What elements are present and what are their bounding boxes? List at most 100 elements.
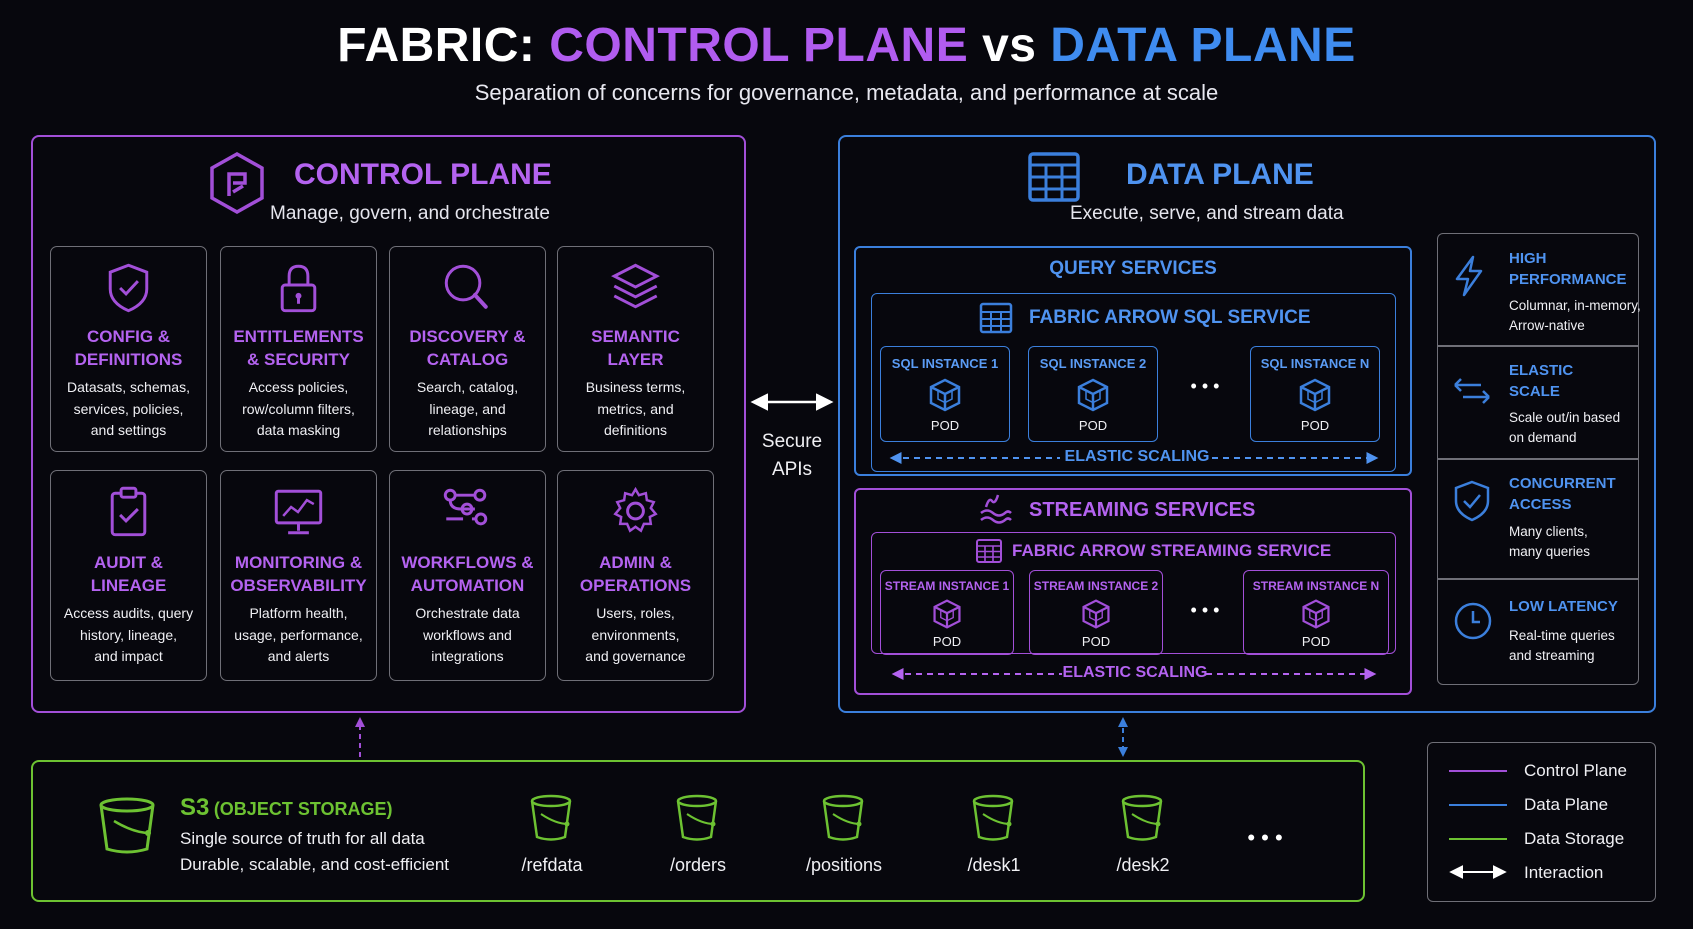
pod-label: POD bbox=[1300, 418, 1330, 433]
cube-icon bbox=[1302, 599, 1330, 629]
streaming-services-title: STREAMING SERVICES bbox=[1029, 499, 1256, 521]
table-icon bbox=[979, 302, 1013, 334]
data-storage-connector bbox=[1118, 717, 1128, 757]
cube-icon bbox=[1077, 378, 1109, 412]
workflow-icon bbox=[443, 488, 488, 526]
legend-swatch-data-storage bbox=[1449, 838, 1507, 840]
bucket-icon bbox=[1121, 794, 1163, 841]
stream-instance-1: STREAM INSTANCE 1 POD bbox=[880, 570, 1014, 655]
sql-elastic-scaling-label: ELASTIC SCALING bbox=[1064, 448, 1210, 465]
card-title: DISCOVERY &CATALOG bbox=[409, 327, 526, 369]
shield-check-icon bbox=[108, 263, 149, 313]
card-title: WORKFLOWS &AUTOMATION bbox=[401, 553, 534, 595]
instance-name: STREAM INSTANCE 1 bbox=[884, 579, 1010, 593]
sql-elastic-scaling-arrow bbox=[889, 452, 1379, 464]
sql-instance-1: SQL INSTANCE 1 POD bbox=[880, 346, 1010, 442]
feature-description: Columnar, in-memory,Arrow-native bbox=[1509, 298, 1641, 333]
instance-name: STREAM INSTANCE N bbox=[1252, 579, 1380, 593]
card-title: AUDIT &LINEAGE bbox=[90, 553, 167, 595]
card-description: Users, roles,environments,and governance bbox=[585, 605, 686, 664]
storage-panel bbox=[31, 760, 1365, 902]
legend-label: Data Storage bbox=[1524, 829, 1625, 848]
divider bbox=[1437, 345, 1639, 347]
card-title: ADMIN &OPERATIONS bbox=[579, 553, 692, 595]
sql-service-box bbox=[871, 293, 1396, 472]
clock-icon bbox=[1454, 602, 1492, 640]
page-title: FABRIC: CONTROL PLANE vs DATA PLANE bbox=[0, 18, 1693, 73]
stream-elastic-scaling-label: ELASTIC SCALING bbox=[1062, 664, 1208, 681]
divider bbox=[1437, 458, 1639, 460]
stream-waves-icon bbox=[980, 494, 1012, 524]
legend-swatch-control-plane bbox=[1449, 770, 1507, 772]
bucket-icon bbox=[822, 794, 864, 841]
pod-label: POD bbox=[1081, 634, 1111, 649]
divider bbox=[1437, 578, 1639, 580]
title-fabric: FABRIC: bbox=[337, 19, 536, 72]
sql-service-title: FABRIC ARROW SQL SERVICE bbox=[1029, 307, 1311, 328]
card-description: Platform health,usage, performance,and a… bbox=[234, 605, 363, 664]
magnifier-icon bbox=[444, 264, 488, 309]
bucket-label: /refdata bbox=[521, 855, 583, 875]
cube-icon bbox=[933, 599, 961, 629]
card-description: Datasats, schemas,services, policies,and… bbox=[67, 379, 190, 438]
clipboard-check-icon bbox=[110, 486, 147, 537]
control-plane-subtitle: Manage, govern, and orchestrate bbox=[270, 203, 550, 224]
data-plane-title: DATA PLANE bbox=[1126, 158, 1314, 191]
card-admin-operations: ADMIN &OPERATIONS Users, roles,environme… bbox=[557, 470, 714, 681]
data-plane-subtitle: Execute, serve, and stream data bbox=[1070, 203, 1344, 224]
bucket-icon bbox=[530, 794, 572, 841]
query-services-box bbox=[854, 246, 1412, 476]
legend-label: Interaction bbox=[1524, 863, 1604, 882]
card-title: MONITORING &OBSERVABILITY bbox=[230, 553, 367, 595]
legend-label: Control Plane bbox=[1524, 761, 1628, 780]
stream-instances-ellipsis: • • • bbox=[1190, 600, 1220, 620]
sql-instances-ellipsis: • • • bbox=[1190, 376, 1220, 396]
legend-swatch-data-plane bbox=[1449, 804, 1507, 806]
horizontal-arrows-icon bbox=[1454, 378, 1490, 404]
pod-label: POD bbox=[1078, 418, 1108, 433]
pod-label: POD bbox=[930, 418, 960, 433]
sql-instance-n: SQL INSTANCE N POD bbox=[1250, 346, 1380, 442]
page-subtitle: Separation of concerns for governance, m… bbox=[474, 80, 1219, 105]
bucket-label: /desk2 bbox=[1116, 855, 1170, 875]
bucket-label: /positions bbox=[805, 855, 883, 875]
lock-icon bbox=[280, 264, 317, 313]
pod-label: POD bbox=[1301, 634, 1331, 649]
bucket-icon bbox=[99, 797, 155, 854]
control-plane-panel bbox=[31, 135, 746, 713]
monitor-chart-icon bbox=[274, 489, 323, 535]
card-description: Access policies,row/column filters,data … bbox=[242, 379, 355, 438]
cube-icon bbox=[929, 378, 961, 412]
instance-name: SQL INSTANCE 2 bbox=[1039, 356, 1147, 371]
card-config-definitions: CONFIG &DEFINITIONS Datasats, schemas,se… bbox=[50, 246, 207, 452]
instance-name: SQL INSTANCE 1 bbox=[891, 356, 999, 371]
storage-title: S3 (OBJECT STORAGE) bbox=[180, 794, 393, 821]
data-plane-panel bbox=[838, 135, 1656, 713]
legend-swatch-interaction bbox=[1449, 865, 1507, 879]
legend-label: Data Plane bbox=[1524, 795, 1609, 814]
shield-check-icon bbox=[1454, 480, 1490, 522]
card-entitlements-security: ENTITLEMENTS& SECURITY Access policies,r… bbox=[220, 246, 377, 452]
control-plane-logo-icon bbox=[210, 151, 264, 215]
card-discovery-catalog: DISCOVERY &CATALOG Search, catalog,linea… bbox=[389, 246, 546, 452]
bucket-label: /desk1 bbox=[967, 855, 1021, 875]
cube-icon bbox=[1299, 378, 1331, 412]
stream-elastic-scaling-arrow bbox=[891, 668, 1377, 680]
streaming-service-box bbox=[871, 532, 1396, 654]
bucket-icon bbox=[676, 794, 718, 841]
stream-instance-2: STREAM INSTANCE 2 POD bbox=[1029, 570, 1163, 655]
streaming-services-box bbox=[854, 488, 1412, 695]
